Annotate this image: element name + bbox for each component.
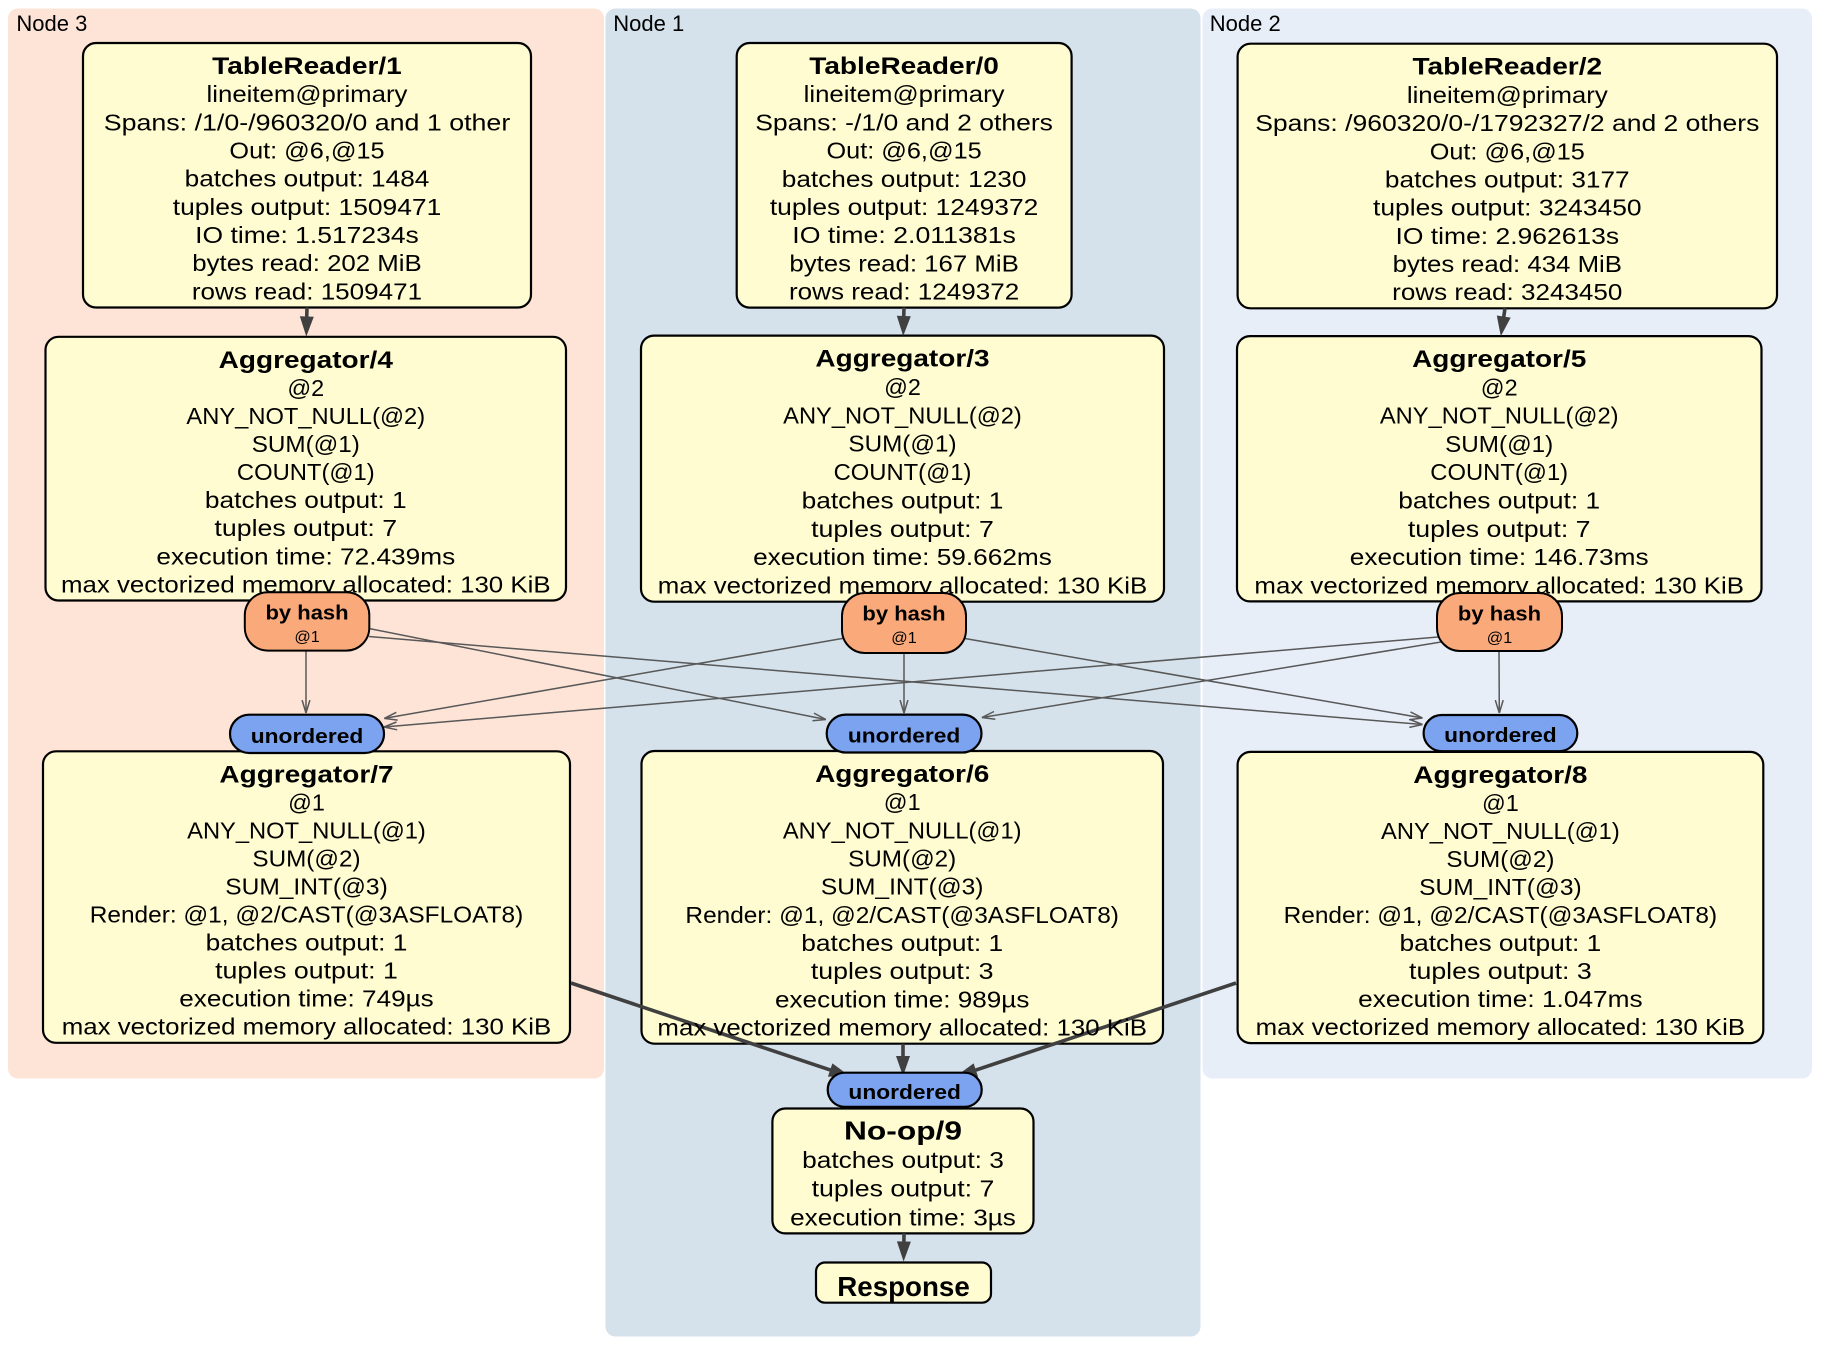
svg-text:execution time: 1.047ms: execution time: 1.047ms (1358, 986, 1643, 1012)
svg-text:@1: @1 (1487, 630, 1513, 647)
svg-text:execution time: 72.439ms: execution time: 72.439ms (156, 543, 455, 569)
svg-text:SUM(@2): SUM(@2) (848, 846, 956, 872)
svg-text:@1: @1 (294, 629, 320, 646)
svg-text:Render: @1, @2/CAST(@3ASFLOAT8: Render: @1, @2/CAST(@3ASFLOAT8) (90, 902, 524, 928)
svg-text:max vectorized memory allocate: max vectorized memory allocated: 130 KiB (1256, 1014, 1746, 1040)
svg-text:tuples output: 3: tuples output: 3 (811, 958, 994, 984)
svg-text:lineitem@primary: lineitem@primary (804, 81, 1005, 107)
svg-text:execution time: 989µs: execution time: 989µs (775, 986, 1029, 1012)
svg-text:COUNT(@1): COUNT(@1) (1430, 459, 1568, 485)
svg-text:batches output: 1: batches output: 1 (802, 488, 1004, 514)
svg-text:Node 3: Node 3 (16, 11, 87, 36)
svg-text:lineitem@primary: lineitem@primary (1407, 82, 1608, 108)
svg-text:SUM_INT(@3): SUM_INT(@3) (1419, 874, 1582, 900)
svg-text:Render: @1, @2/CAST(@3ASFLOAT8: Render: @1, @2/CAST(@3ASFLOAT8) (685, 902, 1119, 928)
svg-text:tuples output: 1: tuples output: 1 (215, 958, 398, 984)
svg-text:tuples output: 7: tuples output: 7 (214, 515, 397, 541)
svg-text:Aggregator/5: Aggregator/5 (1412, 346, 1586, 373)
svg-text:tuples output: 7: tuples output: 7 (1408, 516, 1591, 542)
svg-text:lineitem@primary: lineitem@primary (207, 81, 408, 107)
svg-text:Out: @6,@15: Out: @6,@15 (827, 138, 982, 164)
svg-text:tuples output: 1249372: tuples output: 1249372 (770, 194, 1039, 220)
svg-text:tuples output: 7: tuples output: 7 (812, 1176, 995, 1202)
svg-text:@1: @1 (891, 630, 917, 647)
svg-text:unordered: unordered (848, 1082, 961, 1104)
svg-text:Spans: /1/0-/960320/0 and 1 ot: Spans: /1/0-/960320/0 and 1 other (104, 109, 511, 135)
svg-text:batches output: 1: batches output: 1 (205, 487, 407, 513)
svg-text:Aggregator/6: Aggregator/6 (815, 761, 989, 788)
svg-text:by hash: by hash (862, 603, 945, 625)
svg-text:@2: @2 (884, 374, 921, 400)
svg-text:batches output: 1: batches output: 1 (801, 930, 1003, 956)
svg-text:ANY_NOT_NULL(@2): ANY_NOT_NULL(@2) (783, 402, 1022, 428)
svg-text:execution time: 146.73ms: execution time: 146.73ms (1350, 544, 1649, 570)
svg-text:rows read: 3243450: rows read: 3243450 (1392, 279, 1622, 305)
svg-text:TableReader/1: TableReader/1 (212, 53, 402, 80)
svg-text:SUM_INT(@3): SUM_INT(@3) (821, 874, 984, 900)
svg-text:IO time: 1.517234s: IO time: 1.517234s (195, 222, 419, 248)
svg-text:by hash: by hash (266, 603, 349, 625)
svg-text:ANY_NOT_NULL(@1): ANY_NOT_NULL(@1) (1381, 818, 1620, 844)
svg-text:batches output: 1: batches output: 1 (206, 930, 408, 956)
svg-text:ANY_NOT_NULL(@2): ANY_NOT_NULL(@2) (186, 403, 425, 429)
svg-text:@2: @2 (287, 375, 324, 401)
svg-text:batches output: 3177: batches output: 3177 (1385, 166, 1630, 192)
svg-text:Response: Response (837, 1271, 970, 1302)
svg-text:batches output: 3: batches output: 3 (802, 1147, 1004, 1173)
svg-text:Node 1: Node 1 (613, 11, 684, 36)
svg-text:COUNT(@1): COUNT(@1) (834, 459, 972, 485)
svg-text:max vectorized memory allocate: max vectorized memory allocated: 130 KiB (62, 1014, 552, 1040)
svg-text:Aggregator/8: Aggregator/8 (1413, 762, 1587, 789)
svg-text:tuples output: 3: tuples output: 3 (1409, 958, 1592, 984)
svg-text:@1: @1 (288, 789, 325, 815)
svg-text:IO time: 2.962613s: IO time: 2.962613s (1396, 223, 1620, 249)
svg-text:Out: @6,@15: Out: @6,@15 (229, 138, 384, 164)
svg-text:No-op/9: No-op/9 (844, 1116, 962, 1146)
svg-text:IO time: 2.011381s: IO time: 2.011381s (792, 222, 1016, 248)
svg-text:@1: @1 (1482, 790, 1519, 816)
svg-text:tuples output: 3243450: tuples output: 3243450 (1373, 195, 1642, 221)
svg-text:ANY_NOT_NULL(@2): ANY_NOT_NULL(@2) (1380, 403, 1619, 429)
svg-text:Render: @1, @2/CAST(@3ASFLOAT8: Render: @1, @2/CAST(@3ASFLOAT8) (1284, 902, 1718, 928)
svg-text:SUM(@1): SUM(@1) (252, 431, 360, 457)
svg-text:bytes read: 434 MiB: bytes read: 434 MiB (1393, 251, 1622, 277)
svg-text:TableReader/0: TableReader/0 (809, 53, 999, 80)
svg-text:batches output: 1484: batches output: 1484 (185, 166, 430, 192)
svg-text:SUM(@1): SUM(@1) (848, 431, 956, 457)
svg-text:batches output: 1230: batches output: 1230 (782, 166, 1027, 192)
svg-text:SUM(@2): SUM(@2) (252, 845, 360, 871)
svg-text:Aggregator/3: Aggregator/3 (815, 346, 989, 373)
svg-text:SUM(@1): SUM(@1) (1445, 431, 1553, 457)
svg-text:COUNT(@1): COUNT(@1) (237, 459, 375, 485)
svg-text:rows read: 1249372: rows read: 1249372 (789, 279, 1019, 305)
svg-text:Spans: /960320/0-/1792327/2 an: Spans: /960320/0-/1792327/2 and 2 others (1255, 110, 1759, 136)
svg-text:Spans: -/1/0 and 2 others: Spans: -/1/0 and 2 others (755, 109, 1053, 135)
svg-text:Aggregator/7: Aggregator/7 (219, 761, 393, 788)
svg-text:unordered: unordered (251, 726, 364, 748)
svg-text:tuples output: 1509471: tuples output: 1509471 (173, 194, 442, 220)
svg-text:tuples output: 7: tuples output: 7 (811, 516, 994, 542)
svg-text:Aggregator/4: Aggregator/4 (219, 347, 394, 374)
svg-text:batches output: 1: batches output: 1 (1398, 488, 1600, 514)
svg-text:ANY_NOT_NULL(@1): ANY_NOT_NULL(@1) (187, 817, 426, 843)
svg-text:Node 2: Node 2 (1210, 11, 1281, 36)
svg-text:execution time: 59.662ms: execution time: 59.662ms (753, 544, 1052, 570)
svg-text:TableReader/2: TableReader/2 (1413, 54, 1603, 81)
svg-text:unordered: unordered (1444, 725, 1557, 747)
svg-text:ANY_NOT_NULL(@1): ANY_NOT_NULL(@1) (783, 817, 1022, 843)
svg-text:max vectorized memory allocate: max vectorized memory allocated: 130 KiB (657, 1015, 1147, 1041)
svg-text:@2: @2 (1481, 374, 1518, 400)
svg-text:bytes read: 202 MiB: bytes read: 202 MiB (192, 250, 421, 276)
svg-text:execution time: 3µs: execution time: 3µs (790, 1204, 1016, 1230)
svg-text:execution time: 749µs: execution time: 749µs (179, 986, 433, 1012)
svg-text:SUM_INT(@3): SUM_INT(@3) (225, 874, 388, 900)
svg-text:@1: @1 (884, 789, 921, 815)
svg-text:SUM(@2): SUM(@2) (1446, 846, 1554, 872)
svg-text:rows read: 1509471: rows read: 1509471 (192, 278, 422, 304)
svg-text:unordered: unordered (848, 726, 961, 748)
svg-text:Out: @6,@15: Out: @6,@15 (1430, 138, 1585, 164)
svg-text:batches output: 1: batches output: 1 (1400, 930, 1602, 956)
svg-text:bytes read: 167 MiB: bytes read: 167 MiB (789, 250, 1018, 276)
svg-text:by hash: by hash (1458, 603, 1541, 625)
